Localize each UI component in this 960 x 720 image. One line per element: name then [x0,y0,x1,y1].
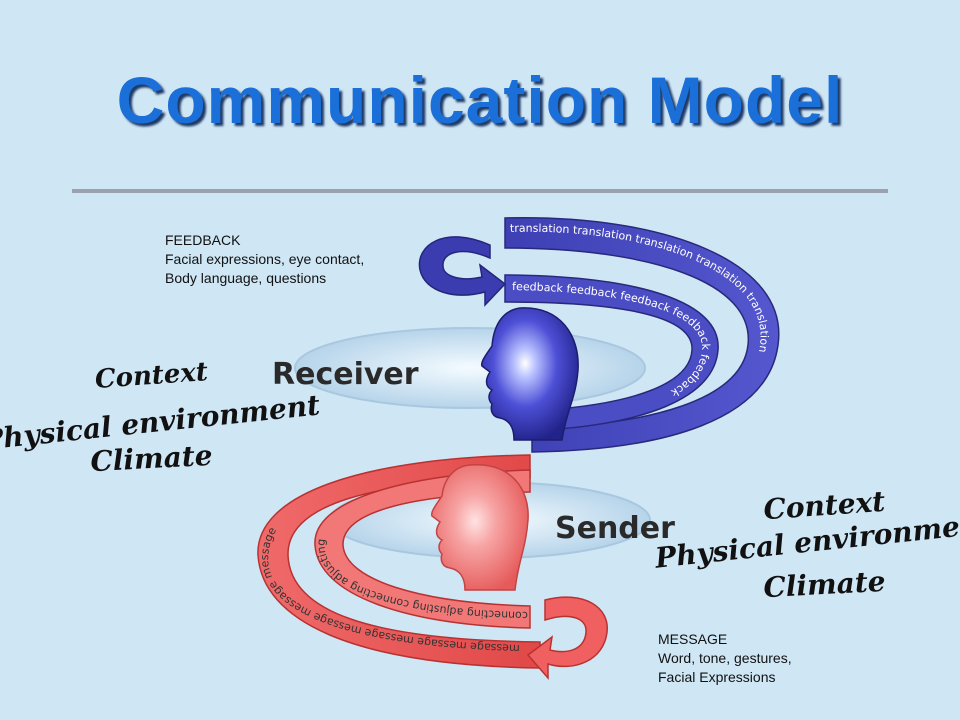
context-right-line-3: Climate [763,565,887,604]
message-line-2: Facial Expressions [658,669,776,685]
feedback-line-2: Body language, questions [165,270,327,286]
message-line-1: Word, tone, gestures, [658,650,792,666]
feedback-line-1: Facial expressions, eye contact, [165,251,365,267]
message-note: MESSAGE Word, tone, gestures, Facial Exp… [658,630,792,687]
receiver-label: Receiver [272,357,419,392]
connecting-band [314,469,531,629]
feedback-heading: FEEDBACK [165,232,241,248]
context-left-line-3: Climate [90,439,214,478]
feedback-curl-arrow [418,236,507,307]
sender-head [430,464,529,591]
feedback-note: FEEDBACK Facial expressions, eye contact… [165,231,364,288]
title-divider [72,189,888,193]
message-curl-arrow [526,596,608,681]
page-title: Communication Model [116,63,844,137]
sender-label: Sender [555,511,675,546]
translation-band [504,217,780,453]
receiver-head [480,307,579,441]
context-left-line-1: Context [94,357,209,395]
message-heading: MESSAGE [658,631,728,647]
